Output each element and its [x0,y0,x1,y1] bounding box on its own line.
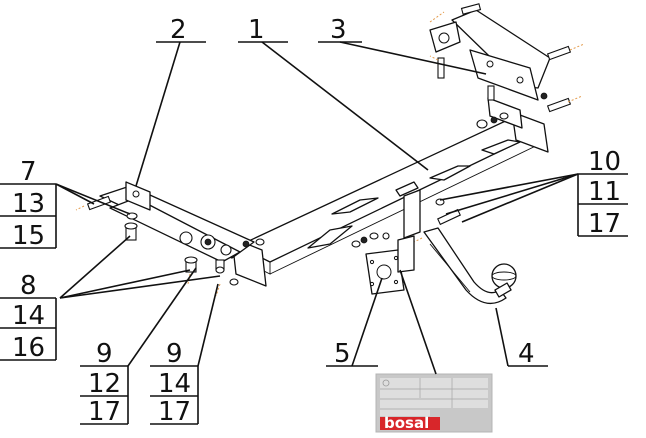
label-part-11: 11 [588,177,621,207]
label-part-14-left: 14 [12,301,45,331]
label-part-12: 12 [88,369,121,399]
label-part-8: 8 [20,271,37,301]
plate-brand: bosal [384,414,429,432]
label-part-4: 4 [518,339,535,369]
label-part-2: 2 [170,15,187,45]
part-5-socket-plate [365,235,415,295]
label-part-17-far-right: 17 [588,209,621,239]
label-part-1: 1 [248,15,265,45]
label-part-15: 15 [12,221,45,251]
centre-hardware [242,198,461,248]
identification-plate: bosal [375,373,493,433]
label-part-9-left: 9 [96,339,113,369]
part-labels: 1 2 3 7 13 15 8 14 16 9 12 17 9 14 17 5 … [12,15,621,427]
label-part-10: 10 [588,147,621,177]
label-part-14-right: 14 [158,369,191,399]
label-part-13: 13 [12,189,45,219]
left-hardware [75,195,239,297]
label-part-5: 5 [334,339,351,369]
label-part-16: 16 [12,333,45,363]
part-3-right-bracket [429,3,585,129]
part-4-towball-neck [409,227,517,305]
label-part-9-right: 9 [166,339,183,369]
leader-lines [0,41,628,425]
label-part-3: 3 [330,15,347,45]
part-2-left-arm [99,181,255,263]
label-part-7: 7 [20,157,37,187]
label-part-17-left: 17 [88,397,121,427]
label-part-17-right: 17 [158,397,191,427]
